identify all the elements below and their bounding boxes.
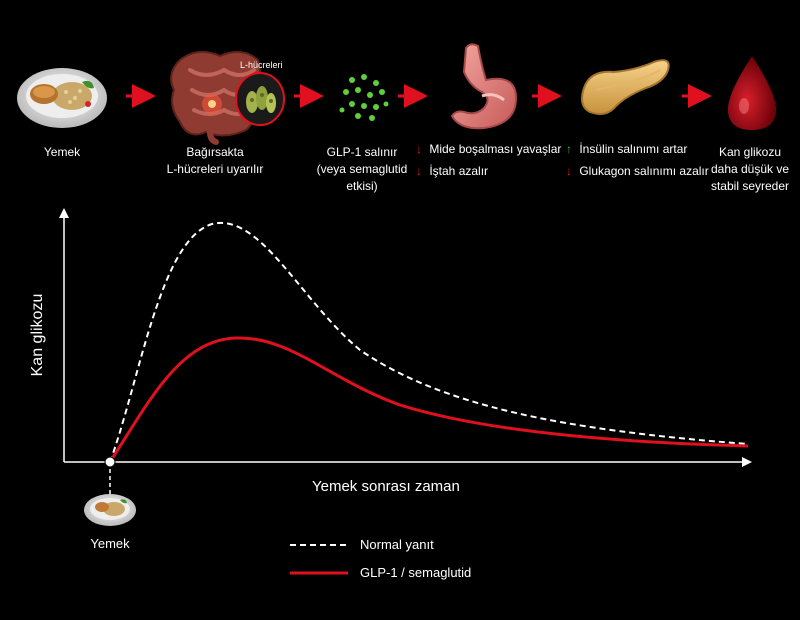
pancreas-effects: ↑ İnsülin salınımı artar ↓ Glukagon salı… [566,138,709,182]
blood-drop-icon [727,56,777,130]
pancreas-effect-1: ↑ İnsülin salınımı artar [566,138,709,160]
down-arrow-icon: ↓ [416,164,422,178]
pancreas-icon [581,59,670,115]
normal-response-curve [109,221,749,463]
intestine-caption-line-2: L-hücreleri uyarılır [166,162,264,176]
stomach-effect-2: ↓ İştah azalır [416,160,561,182]
glucose-caption: Kan glikozu daha düşük ve stabil seyrede… [700,144,800,195]
glp1-response-curve [108,336,749,463]
up-arrow-icon: ↑ [566,142,572,156]
glp1-molecules-icon [339,74,389,121]
pancreas-effect-2-text: Glukagon salınımı azalır [579,164,709,178]
y-axis-title: Kan glikozu [29,293,46,377]
glp1-caption-line-3: etkisi) [346,179,378,193]
food-caption: Yemek [43,145,81,159]
legend-label-normal: Normal yanıt [360,537,434,552]
stomach-icon [450,43,518,130]
x-axis-title: Yemek sonrası zaman [312,478,460,495]
stomach-effect-2-text: İştah azalır [429,164,489,178]
intestine-caption-line-1: Bağırsakta [186,145,244,159]
x-axis-arrowhead [742,457,752,467]
glp1-caption-line-1: GLP-1 salınır [326,145,398,159]
glucose-caption-line-1: Kan glikozu [718,145,782,159]
stomach-effect-1: ↓ Mide boşalması yavaşlar [416,138,561,160]
food-plate-icon [17,68,107,128]
glucose-caption-line-3: stabil seyreder [710,179,790,193]
l-cell-label: L-hücreleri [240,60,283,70]
meal-plate-icon [84,494,136,526]
meal-marker [104,456,116,494]
glp1-caption: GLP-1 salınır (veya semaglutid etkisi) [306,144,418,195]
legend-label-glp1: GLP-1 / semaglutid [360,565,472,580]
y-axis-arrowhead [59,208,69,218]
intestine-caption: Bağırsakta L-hücreleri uyarılır [150,144,280,178]
chart-axes [59,208,752,467]
down-arrow-icon: ↓ [566,164,572,178]
stomach-effect-1-text: Mide boşalması yavaşlar [429,142,562,156]
glucose-caption-line-2: daha düşük ve [710,162,790,176]
pancreas-effect-2: ↓ Glukagon salınımı azalır [566,160,709,182]
down-arrow-icon: ↓ [416,142,422,156]
glp1-caption-line-2: (veya semaglutid [316,162,408,176]
pancreas-effect-1-text: İnsülin salınımı artar [579,142,688,156]
l-cell-inset-icon [235,72,285,126]
stomach-effects: ↓ Mide boşalması yavaşlar ↓ İştah azalır [416,138,561,182]
meal-marker-label: Yemek [90,536,130,551]
